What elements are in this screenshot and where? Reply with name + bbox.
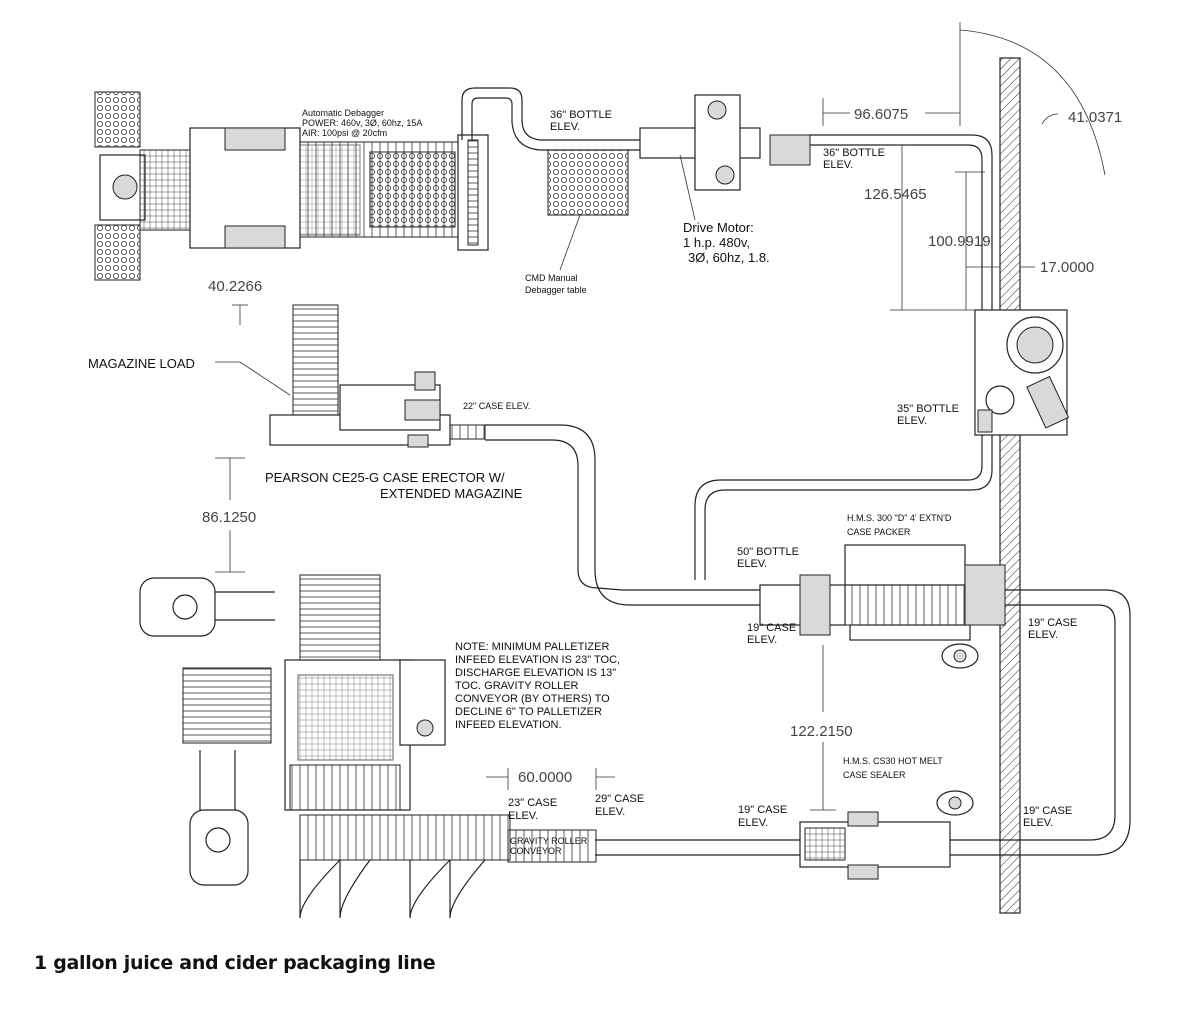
note-line7: INFEED ELEVATION. — [455, 719, 562, 731]
bottle-elev-35-line1: 35" BOTTLE — [897, 403, 959, 415]
case-conveyor-loop — [595, 589, 1131, 856]
debagger-power-label: POWER: 460v, 3Ø, 60hz, 15A — [302, 118, 422, 128]
drive-motor-line3: 3Ø, 60hz, 1.8. — [688, 250, 770, 265]
case-elev-19c-line2: ELEV. — [738, 817, 768, 829]
case-elev-23-line1: 23" CASE — [508, 797, 557, 809]
forklift-lower — [189, 750, 249, 886]
bottle-elev-36b-line1: 36" BOTTLE — [823, 147, 885, 159]
debagger-title-label: Automatic Debagger — [302, 108, 384, 118]
dimension-126-5465: 126.5465 — [864, 186, 927, 203]
case-erector — [269, 304, 486, 448]
case-elev-19a-line1: 19" CASE — [747, 622, 796, 634]
forklift-upper — [139, 577, 275, 637]
bottle-elev-36a-line2: ELEV. — [550, 121, 580, 133]
drive-motor-line1: Drive Motor: — [683, 220, 754, 235]
automatic-debagger — [94, 91, 489, 281]
gravity-line1: GRAVITY ROLLER — [510, 836, 588, 846]
note-line5: CONVEYOR (BY OTHERS) TO — [455, 693, 610, 705]
debagger-table-line2: Debagger table — [525, 285, 587, 295]
note-line3: DISCHARGE ELEVATION IS 13" — [455, 667, 616, 679]
figure-caption: 1 gallon juice and cider packaging line — [34, 952, 436, 974]
drive-motor-line2: 1 h.p. 480v, — [683, 235, 750, 250]
dimension-86-1250: 86.1250 — [202, 509, 256, 526]
debagger-table-line1: CMD Manual — [525, 273, 578, 283]
case-erector-line2: EXTENDED MAGAZINE — [380, 486, 523, 501]
bottle-elev-50-line1: 50" BOTTLE — [737, 546, 799, 558]
dimension-96-6075: 96.6075 — [854, 106, 908, 123]
case-elev-29-line1: 29" CASE — [595, 793, 644, 805]
case-elev-19c-line1: 19" CASE — [738, 804, 787, 816]
case-packer-line1: H.M.S. 300 "D" 4' EXTN'D — [847, 513, 952, 523]
sealer-operator — [936, 790, 974, 816]
case-sealer — [799, 811, 951, 880]
dimension-60-0000: 60.0000 — [518, 769, 572, 786]
case-conveyor-to-packer — [485, 424, 760, 606]
note-line1: NOTE: MINIMUM PALLETIZER — [455, 641, 609, 653]
dimension-100-9919: 100.9919 — [928, 233, 991, 250]
bottle-labeler — [639, 94, 811, 191]
case-elev-19b-line2: ELEV. — [1028, 629, 1058, 641]
bottle-elev-50-line2: ELEV. — [737, 558, 767, 570]
case-packer — [759, 544, 1006, 641]
dimension-40-2266: 40.2266 — [208, 278, 262, 295]
gravity-roller-conveyor — [507, 829, 597, 863]
palletizer — [182, 574, 511, 919]
conveyor-debagger-to-table — [461, 87, 640, 141]
manual-debagger-table — [547, 149, 629, 216]
case-elev-19d-line1: 19" CASE — [1023, 805, 1072, 817]
case-sealer-line1: H.M.S. CS30 HOT MELT — [843, 756, 943, 766]
case-elev-19b-line1: 19" CASE — [1028, 617, 1077, 629]
rotary-filler — [974, 309, 1070, 436]
building-wall — [999, 57, 1021, 914]
magazine-load-label: MAGAZINE LOAD — [88, 356, 195, 371]
case-elev-19a-line2: ELEV. — [747, 634, 777, 646]
bottle-conveyor-to-packer — [704, 134, 993, 580]
case-sealer-line2: CASE SEALER — [843, 770, 906, 780]
bottle-elev-36b-line2: ELEV. — [823, 159, 853, 171]
dimension-41-0371: 41.0371 — [1068, 109, 1122, 126]
case-erector-line1: PEARSON CE25-G CASE ERECTOR W/ — [265, 470, 505, 485]
case-elev-29-line2: ELEV. — [595, 806, 625, 818]
gravity-line2: CONVEYOR — [510, 846, 562, 856]
case-elev-23-line2: ELEV. — [508, 810, 538, 822]
dimension-122-2150: 122.2150 — [790, 723, 853, 740]
note-line4: TOC. GRAVITY ROLLER — [455, 680, 579, 692]
note-line2: INFEED ELEVATION IS 23" TOC, — [455, 654, 620, 666]
bottle-elev-36a-line1: 36" BOTTLE — [550, 109, 612, 121]
case-elev-19d-line2: ELEV. — [1023, 817, 1053, 829]
layout-drawing: Automatic Debagger POWER: 460v, 3Ø, 60hz… — [88, 22, 1131, 919]
packer-operator — [941, 643, 979, 669]
dimension-17-0000: 17.0000 — [1040, 259, 1094, 276]
case-elev-22-label: 22" CASE ELEV. — [463, 401, 530, 411]
bottle-elev-35-line2: ELEV. — [897, 415, 927, 427]
debagger-air-label: AIR: 100psi @ 20cfm — [302, 128, 387, 138]
note-line6: DECLINE 6" TO PALLETIZER — [455, 706, 602, 718]
case-packer-line2: CASE PACKER — [847, 527, 911, 537]
